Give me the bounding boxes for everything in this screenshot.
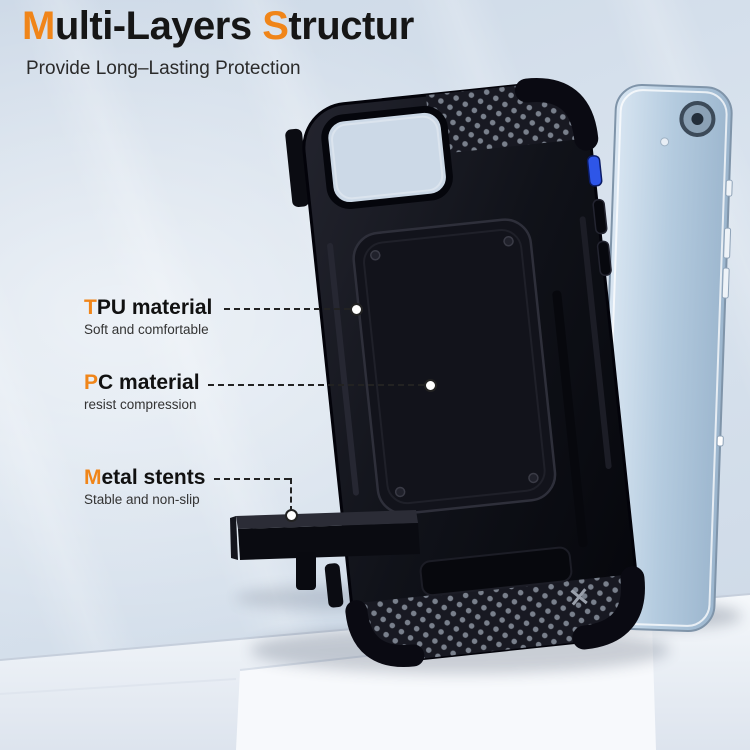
phone-illustration bbox=[597, 84, 733, 632]
tpu-connector-dot bbox=[350, 303, 363, 316]
metal-connector-line-vertical bbox=[290, 478, 292, 512]
page-title: Multi-Layers Structur bbox=[22, 4, 414, 49]
callout-pc-desc: resist compression bbox=[84, 397, 197, 412]
callout-metal-stents: Metal stents Stable and non-slip bbox=[84, 466, 205, 507]
metal-connector-line-horizontal bbox=[214, 478, 290, 480]
title-accent-letter-2: S bbox=[262, 4, 289, 48]
phone-side-buttons bbox=[716, 179, 733, 447]
phone-camera bbox=[660, 100, 716, 147]
case-back-panel bbox=[352, 218, 557, 515]
callout-metal-accent: M bbox=[84, 466, 102, 489]
callout-pc-material: PC material resist compression bbox=[84, 371, 200, 412]
callout-pc-accent: P bbox=[84, 371, 99, 394]
callout-metal-title: Metal stents bbox=[84, 466, 205, 490]
callout-pc-title: PC material bbox=[84, 371, 200, 395]
callout-tpu-text: PU material bbox=[96, 296, 213, 319]
kickstand-illustration bbox=[230, 510, 420, 590]
tpu-connector-line bbox=[224, 308, 350, 310]
page-subtitle: Provide Long–Lasting Protection bbox=[26, 58, 301, 79]
title-accent-letter: M bbox=[22, 4, 55, 48]
title-text-2: tructur bbox=[288, 4, 414, 48]
metal-connector-dot bbox=[285, 509, 298, 522]
title-text: ulti-Layers bbox=[54, 4, 263, 48]
callout-pc-text: C material bbox=[98, 371, 200, 394]
case-illustration bbox=[285, 77, 645, 667]
callout-tpu-title: TPU material bbox=[84, 296, 212, 320]
case-side-buttons bbox=[586, 155, 612, 277]
callout-tpu-material: TPU material Soft and comfortable bbox=[84, 296, 212, 337]
pc-connector-line bbox=[208, 384, 424, 386]
callout-metal-desc: Stable and non-slip bbox=[84, 492, 200, 507]
callout-tpu-accent: T bbox=[84, 296, 97, 319]
callout-metal-text: etal stents bbox=[101, 466, 206, 489]
camera-cutout bbox=[321, 105, 453, 210]
pc-connector-dot bbox=[424, 379, 437, 392]
callout-tpu-desc: Soft and comfortable bbox=[84, 322, 209, 337]
